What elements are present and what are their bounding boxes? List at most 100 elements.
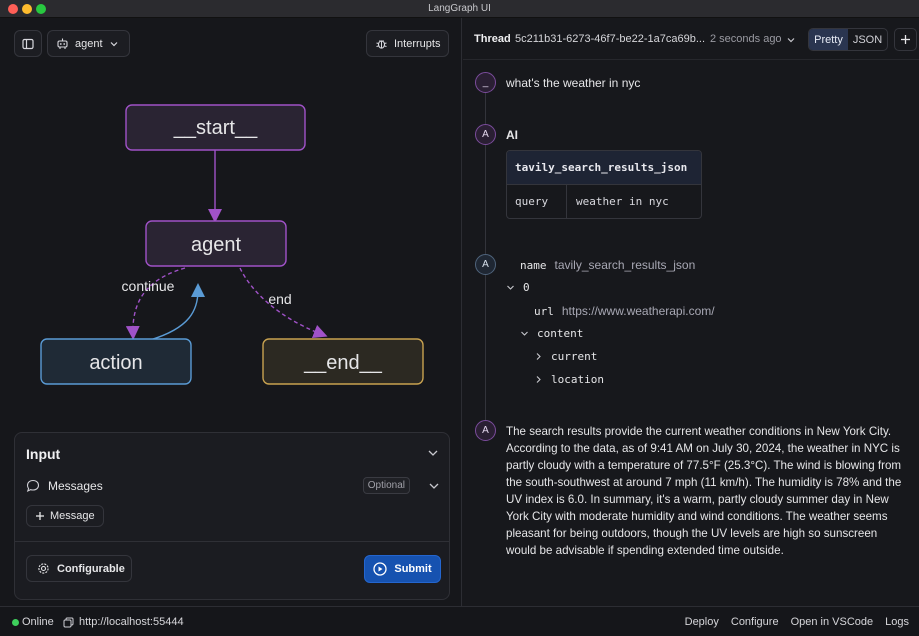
human-message: what's the weather in nyc bbox=[506, 76, 641, 90]
tool-call-name: tavily_search_results_json bbox=[507, 151, 701, 185]
logs-link[interactable]: Logs bbox=[885, 616, 909, 628]
node-agent[interactable]: agent bbox=[145, 220, 287, 267]
agent-select[interactable]: agent bbox=[47, 30, 130, 57]
chevron-down-icon bbox=[110, 41, 117, 46]
tool-arg-value: weather in nyc bbox=[576, 195, 669, 208]
open-in-vscode-link[interactable]: Open in VSCode bbox=[790, 616, 874, 628]
current-key: current bbox=[551, 350, 598, 363]
online-status-dot bbox=[12, 619, 19, 626]
chevron-right-icon bbox=[536, 376, 541, 383]
tree-node-location[interactable]: location bbox=[534, 373, 604, 386]
configurable-label: Configurable bbox=[57, 562, 125, 575]
location-key: location bbox=[551, 373, 604, 386]
agent-select-label: agent bbox=[75, 37, 103, 50]
online-status: Online bbox=[22, 616, 54, 628]
configurable-button[interactable]: Configurable bbox=[26, 555, 132, 582]
node-action[interactable]: action bbox=[40, 338, 192, 385]
node-agent-label: agent bbox=[191, 234, 241, 256]
chevron-down-icon[interactable] bbox=[427, 447, 439, 459]
edge-action-agent bbox=[149, 283, 205, 341]
tool-result-name-key: name bbox=[520, 258, 547, 272]
minimize-window-button[interactable] bbox=[22, 4, 32, 14]
view-json-button[interactable]: JSON bbox=[852, 33, 883, 46]
robot-icon bbox=[57, 38, 68, 49]
messages-label: Messages bbox=[48, 479, 103, 493]
chevron-down-icon bbox=[521, 331, 528, 336]
avatar: _ bbox=[475, 72, 496, 93]
interrupts-label: Interrupts bbox=[394, 37, 441, 50]
tool-result-name-value: tavily_search_results_json bbox=[554, 258, 696, 272]
tree-node-content[interactable]: content bbox=[520, 327, 583, 340]
url-key: url bbox=[534, 304, 554, 318]
edge-label-continue: continue bbox=[122, 278, 175, 294]
avatar: A bbox=[475, 420, 496, 441]
status-bar: Online http://localhost:55444 Deploy Con… bbox=[0, 606, 919, 636]
toggle-sidebar-button[interactable] bbox=[14, 30, 42, 57]
tool-call-table: tavily_search_results_json query weather… bbox=[506, 150, 702, 219]
tree-node-index[interactable]: 0 bbox=[506, 281, 530, 294]
thread-header: Thread 5c211b31-6273-46f7-be22-1a7ca69b.… bbox=[463, 18, 919, 60]
chevron-down-icon[interactable] bbox=[786, 35, 796, 45]
chat-bubble-icon bbox=[26, 479, 40, 493]
divider bbox=[15, 541, 449, 542]
content-key: content bbox=[537, 327, 584, 340]
node-end[interactable]: __end__ bbox=[262, 338, 424, 385]
zoom-window-button[interactable] bbox=[36, 4, 46, 14]
configure-link[interactable]: Configure bbox=[730, 616, 779, 628]
play-circle-icon bbox=[373, 562, 388, 576]
graph-canvas: continue end __start__ agent action __en… bbox=[40, 104, 424, 385]
chevron-down-icon[interactable] bbox=[428, 480, 440, 492]
title-bar: LangGraph UI bbox=[0, 0, 919, 18]
bug-icon bbox=[376, 40, 387, 49]
table-row: query weather in nyc bbox=[507, 185, 701, 218]
sidebar-icon bbox=[22, 38, 34, 49]
input-panel: Input Messages Optional Message Configur… bbox=[14, 432, 450, 600]
plus-icon bbox=[901, 35, 910, 44]
gear-icon bbox=[38, 563, 49, 574]
thread-time[interactable]: 2 seconds ago bbox=[710, 33, 782, 45]
view-toggle: Pretty JSON bbox=[808, 28, 888, 51]
node-action-label: action bbox=[89, 352, 142, 374]
url-value[interactable]: https://www.weatherapi.com/ bbox=[561, 304, 715, 318]
plus-icon bbox=[36, 512, 44, 520]
close-window-button[interactable] bbox=[8, 4, 18, 14]
deploy-link[interactable]: Deploy bbox=[684, 616, 719, 628]
avatar: A bbox=[475, 124, 496, 145]
thread-panel: Thread 5c211b31-6273-46f7-be22-1a7ca69b.… bbox=[463, 18, 919, 606]
submit-button[interactable]: Submit bbox=[364, 555, 441, 583]
ai-message-text: The search results provide the current w… bbox=[506, 425, 902, 557]
edge-agent-end bbox=[239, 267, 328, 338]
server-url-text: http://localhost:55444 bbox=[79, 616, 184, 628]
tree-node-current[interactable]: current bbox=[534, 350, 597, 363]
server-url[interactable]: http://localhost:55444 bbox=[63, 616, 184, 628]
interrupts-button[interactable]: Interrupts bbox=[366, 30, 449, 57]
submit-label: Submit bbox=[394, 563, 432, 575]
node-start[interactable]: __start__ bbox=[125, 104, 306, 151]
tree-node-url: url https://www.weatherapi.com/ bbox=[534, 304, 715, 318]
new-thread-button[interactable] bbox=[894, 28, 917, 51]
edge-agent-action bbox=[125, 267, 186, 340]
avatar: A bbox=[475, 254, 496, 275]
thread-label: Thread bbox=[474, 33, 511, 45]
thread-id[interactable]: 5c211b31-6273-46f7-be22-1a7ca69b... bbox=[515, 33, 706, 45]
ai-message-label: AI bbox=[506, 128, 518, 142]
node-start-label: __start__ bbox=[173, 117, 258, 139]
input-title: Input bbox=[26, 446, 61, 462]
add-message-label: Message bbox=[50, 510, 95, 522]
chevron-down-icon bbox=[507, 285, 514, 290]
view-pretty-button[interactable]: Pretty bbox=[809, 29, 848, 50]
tree-index-label: 0 bbox=[523, 281, 530, 294]
optional-badge: Optional bbox=[362, 477, 410, 494]
graph-panel: agent Interrupts continue end bbox=[0, 18, 462, 606]
copy-icon bbox=[63, 617, 74, 627]
node-end-label: __end__ bbox=[303, 352, 383, 374]
status-links: Deploy Configure Open in VSCode Logs bbox=[685, 616, 909, 628]
add-message-button[interactable]: Message bbox=[26, 505, 104, 527]
tool-arg-key: query bbox=[507, 185, 567, 218]
tool-result-name-row: name tavily_search_results_json bbox=[520, 258, 695, 272]
messages-row: Messages Optional bbox=[26, 477, 440, 495]
window-title: LangGraph UI bbox=[428, 3, 491, 14]
chevron-right-icon bbox=[536, 353, 541, 360]
edge-label-end: end bbox=[268, 291, 291, 307]
